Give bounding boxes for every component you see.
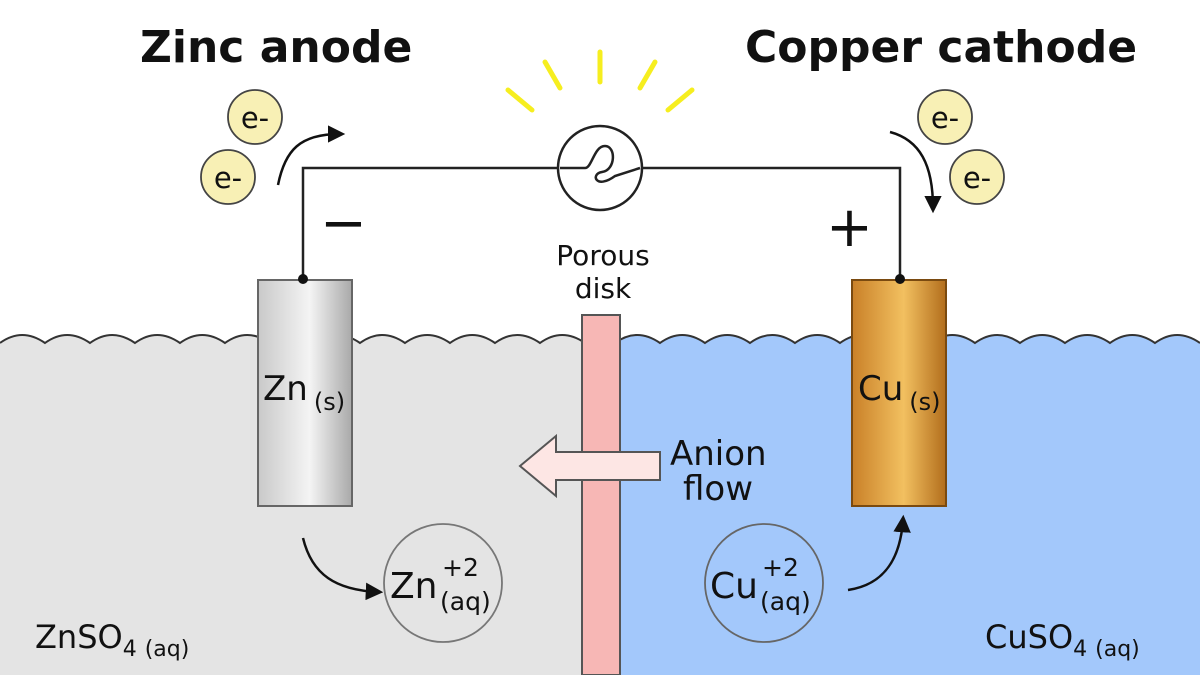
electron-left-lower: e- xyxy=(200,149,256,205)
copper-ion-circle xyxy=(704,523,824,643)
copper-electrode-symbol: Cu xyxy=(858,369,903,409)
electron-label: e- xyxy=(214,161,242,195)
zinc-wire-contact xyxy=(298,274,308,284)
negative-terminal-sign: − xyxy=(320,191,367,256)
copper-electrode-label: Cu(s) xyxy=(858,369,941,416)
zinc-sulfate-label: ZnSO4 (aq) xyxy=(35,618,189,662)
anion-flow-label-line2: flow xyxy=(683,469,753,509)
electron-label: e- xyxy=(963,161,991,195)
electron-label: e- xyxy=(241,101,269,135)
zinc-electrode-symbol: Zn xyxy=(263,369,308,409)
electron-right-upper: e- xyxy=(917,89,973,145)
zinc-ion-state: (aq) xyxy=(440,587,491,616)
electron-right-lower: e- xyxy=(949,149,1005,205)
copper-sulfate-label: CuSO4 (aq) xyxy=(985,618,1140,662)
copper-electrode-state: (s) xyxy=(909,388,940,416)
zinc-electrode xyxy=(257,279,353,507)
copper-sulfate-state: (aq) xyxy=(1095,637,1140,662)
porous-disk-label-line1: Porous xyxy=(556,239,649,272)
copper-cathode-title: Copper cathode xyxy=(745,22,1137,73)
porous-disk xyxy=(581,314,621,675)
electron-label: e- xyxy=(931,101,959,135)
copper-wire-contact xyxy=(895,274,905,284)
zinc-sulfate-formula: ZnSO xyxy=(35,618,123,656)
left-wire xyxy=(301,166,560,278)
zinc-ion-symbol: Zn xyxy=(390,566,437,607)
light-bulb-icon xyxy=(556,124,644,212)
anion-flow-arrow xyxy=(518,433,661,499)
copper-reduction-arrow xyxy=(847,514,911,592)
zinc-ion-circle xyxy=(383,523,503,643)
zinc-anode-title: Zinc anode xyxy=(140,22,412,73)
zinc-oxidation-arrow xyxy=(301,537,384,601)
zinc-ion-charge: +2 xyxy=(442,553,479,582)
copper-electrode xyxy=(851,279,947,507)
positive-terminal-sign: + xyxy=(826,195,873,260)
copper-ion-charge: +2 xyxy=(762,553,799,582)
copper-sulfate-formula: CuSO xyxy=(985,618,1073,656)
porous-disk-label-line2: disk xyxy=(575,272,632,305)
zinc-sulfate-state: (aq) xyxy=(145,637,190,662)
right-wire xyxy=(640,166,902,278)
electron-flow-arrow-left xyxy=(276,125,346,186)
electron-flow-arrow-right xyxy=(889,130,942,214)
zinc-electrode-state: (s) xyxy=(314,388,345,416)
anion-flow-label-line1: Anion xyxy=(670,434,767,474)
copper-sulfate-subscript: 4 xyxy=(1073,637,1087,662)
copper-ion-symbol: Cu xyxy=(710,566,758,607)
electron-left-upper: e- xyxy=(227,89,283,145)
zinc-sulfate-subscript: 4 xyxy=(123,637,137,662)
bulb-light-rays xyxy=(505,49,695,113)
copper-ion-state: (aq) xyxy=(760,587,811,616)
zinc-electrode-label: Zn(s) xyxy=(263,369,345,416)
